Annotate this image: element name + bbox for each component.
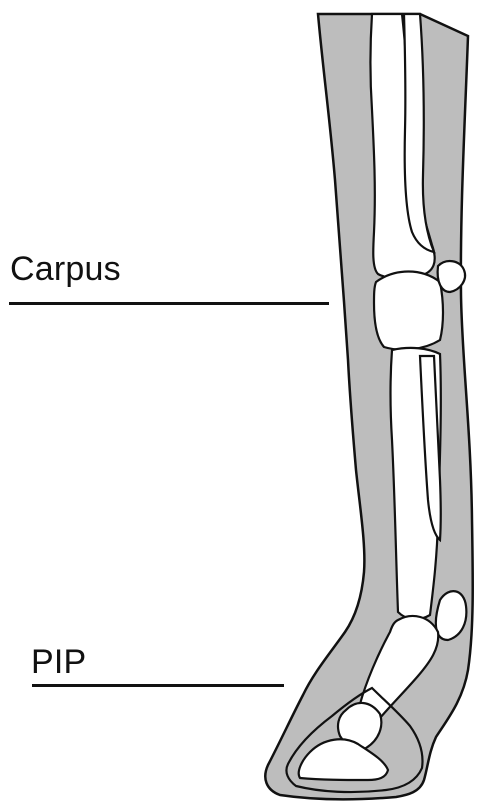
carpal-bones [374, 272, 443, 350]
label-pip: PIP [31, 645, 86, 679]
carpus-pointer-line [9, 302, 329, 305]
pip-pointer-line [32, 684, 284, 687]
label-carpus: Carpus [10, 252, 121, 286]
